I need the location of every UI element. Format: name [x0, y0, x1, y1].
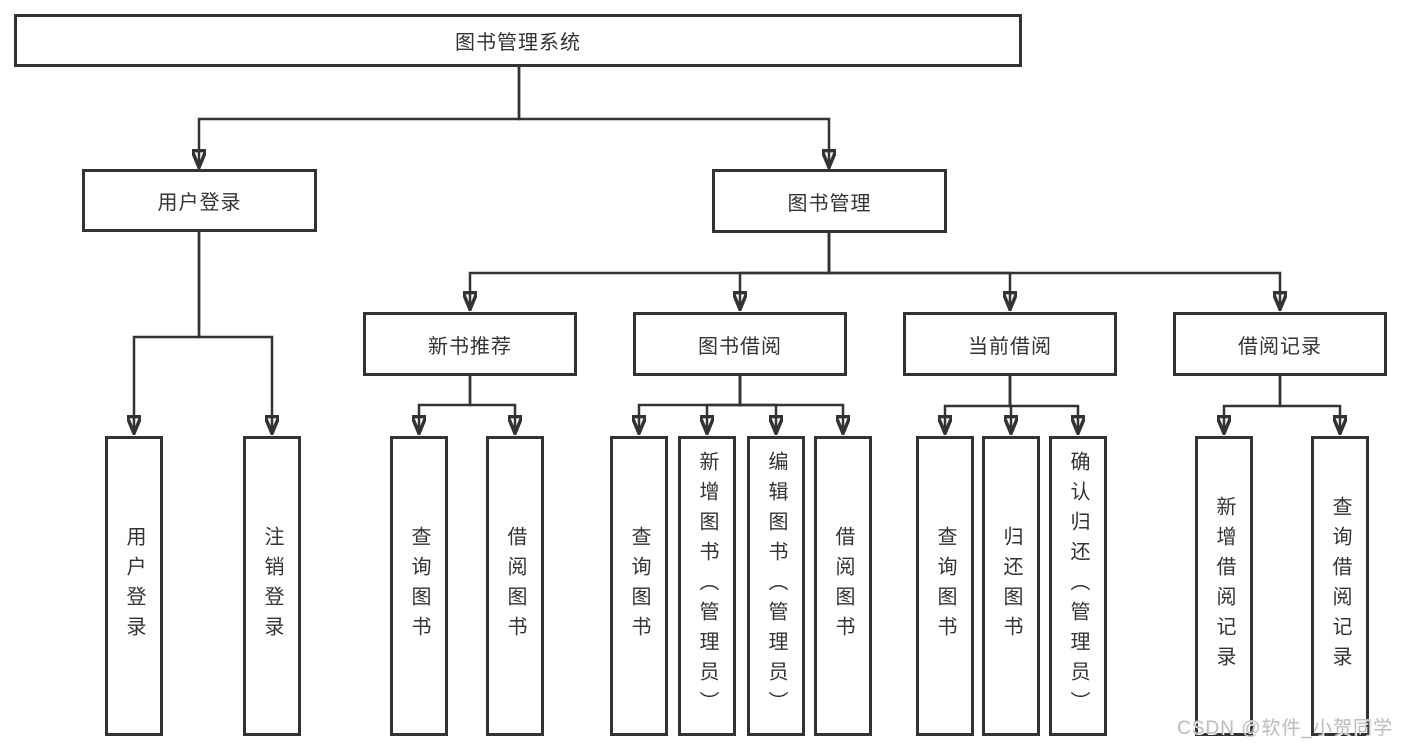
leaf-label: 确认归还（管理员） — [1067, 451, 1089, 721]
leaf-label: 借阅图书 — [832, 526, 854, 646]
node-library-management-system: 图书管理系统 — [14, 14, 1022, 67]
leaf-logout-login: 注销登录 — [243, 436, 301, 736]
leaf-newbook-query-book: 查询图书 — [390, 436, 448, 736]
leaf-label: 新增借阅记录 — [1213, 496, 1235, 676]
leaf-record-query-borrow-record: 查询借阅记录 — [1311, 436, 1369, 736]
leaf-user-login: 用户登录 — [105, 436, 163, 736]
leaf-label: 查询图书 — [934, 526, 956, 646]
leaf-label: 查询借阅记录 — [1329, 496, 1351, 676]
csdn-watermark: CSDN @软件_小贺同学 — [1177, 718, 1393, 739]
leaf-label: 新增图书（管理员） — [696, 451, 718, 721]
leaf-current-return-book: 归还图书 — [982, 436, 1040, 736]
node-user-login: 用户登录 — [82, 169, 317, 232]
node-label: 当前借阅 — [968, 335, 1052, 358]
leaf-borrow-edit-book-admin: 编辑图书（管理员） — [747, 436, 805, 736]
leaf-newbook-borrow-book: 借阅图书 — [486, 436, 544, 736]
leaf-label: 借阅图书 — [504, 526, 526, 646]
node-borrow-record: 借阅记录 — [1173, 312, 1387, 376]
node-label: 新书推荐 — [428, 335, 512, 358]
node-label: 图书管理系统 — [455, 32, 581, 54]
leaf-record-add-borrow-record: 新增借阅记录 — [1195, 436, 1253, 736]
node-book-management: 图书管理 — [712, 169, 947, 233]
leaf-borrow-query-book: 查询图书 — [610, 436, 668, 736]
leaf-label: 查询图书 — [628, 526, 650, 646]
node-label: 图书管理 — [787, 192, 872, 215]
leaf-label: 编辑图书（管理员） — [765, 451, 787, 721]
leaf-label: 注销登录 — [261, 526, 283, 646]
leaf-label: 用户登录 — [123, 526, 145, 646]
node-book-borrow: 图书借阅 — [633, 312, 847, 376]
node-label: 借阅记录 — [1238, 335, 1322, 358]
leaf-label: 归还图书 — [1000, 526, 1022, 646]
node-label: 图书借阅 — [698, 335, 782, 358]
node-current-borrow: 当前借阅 — [903, 312, 1117, 376]
node-new-book-recommend: 新书推荐 — [363, 312, 577, 376]
leaf-label: 查询图书 — [408, 526, 430, 646]
leaf-borrow-borrow-book: 借阅图书 — [814, 436, 872, 736]
leaf-borrow-add-book-admin: 新增图书（管理员） — [678, 436, 736, 736]
leaf-current-query-book: 查询图书 — [916, 436, 974, 736]
leaf-current-confirm-return-admin: 确认归还（管理员） — [1049, 436, 1107, 736]
node-label: 用户登录 — [157, 192, 242, 214]
